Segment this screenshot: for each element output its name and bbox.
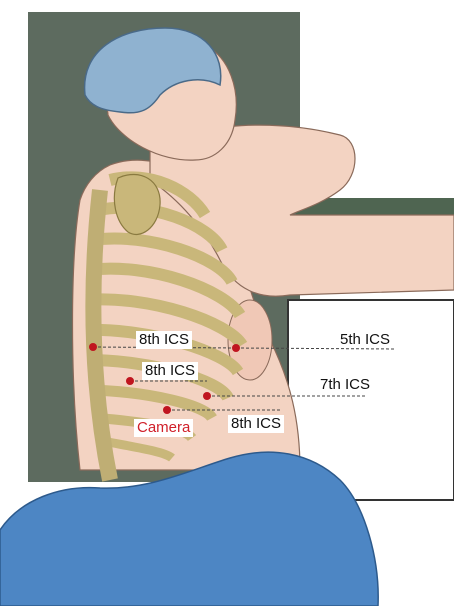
- label-7th-ics: 7th ICS: [320, 376, 370, 394]
- port-marker-8th-lower: [126, 377, 134, 385]
- label-8th-ics-right: 8th ICS: [228, 415, 284, 433]
- port-marker-8th-upper-left: [89, 343, 97, 351]
- port-marker-7th: [203, 392, 211, 400]
- port-marker-5th: [232, 344, 240, 352]
- label-8th-ics-upper: 8th ICS: [136, 331, 192, 349]
- label-camera: Camera: [134, 419, 193, 437]
- port-marker-camera: [163, 406, 171, 414]
- label-5th-ics: 5th ICS: [340, 331, 390, 349]
- label-8th-ics-lower: 8th ICS: [142, 362, 198, 380]
